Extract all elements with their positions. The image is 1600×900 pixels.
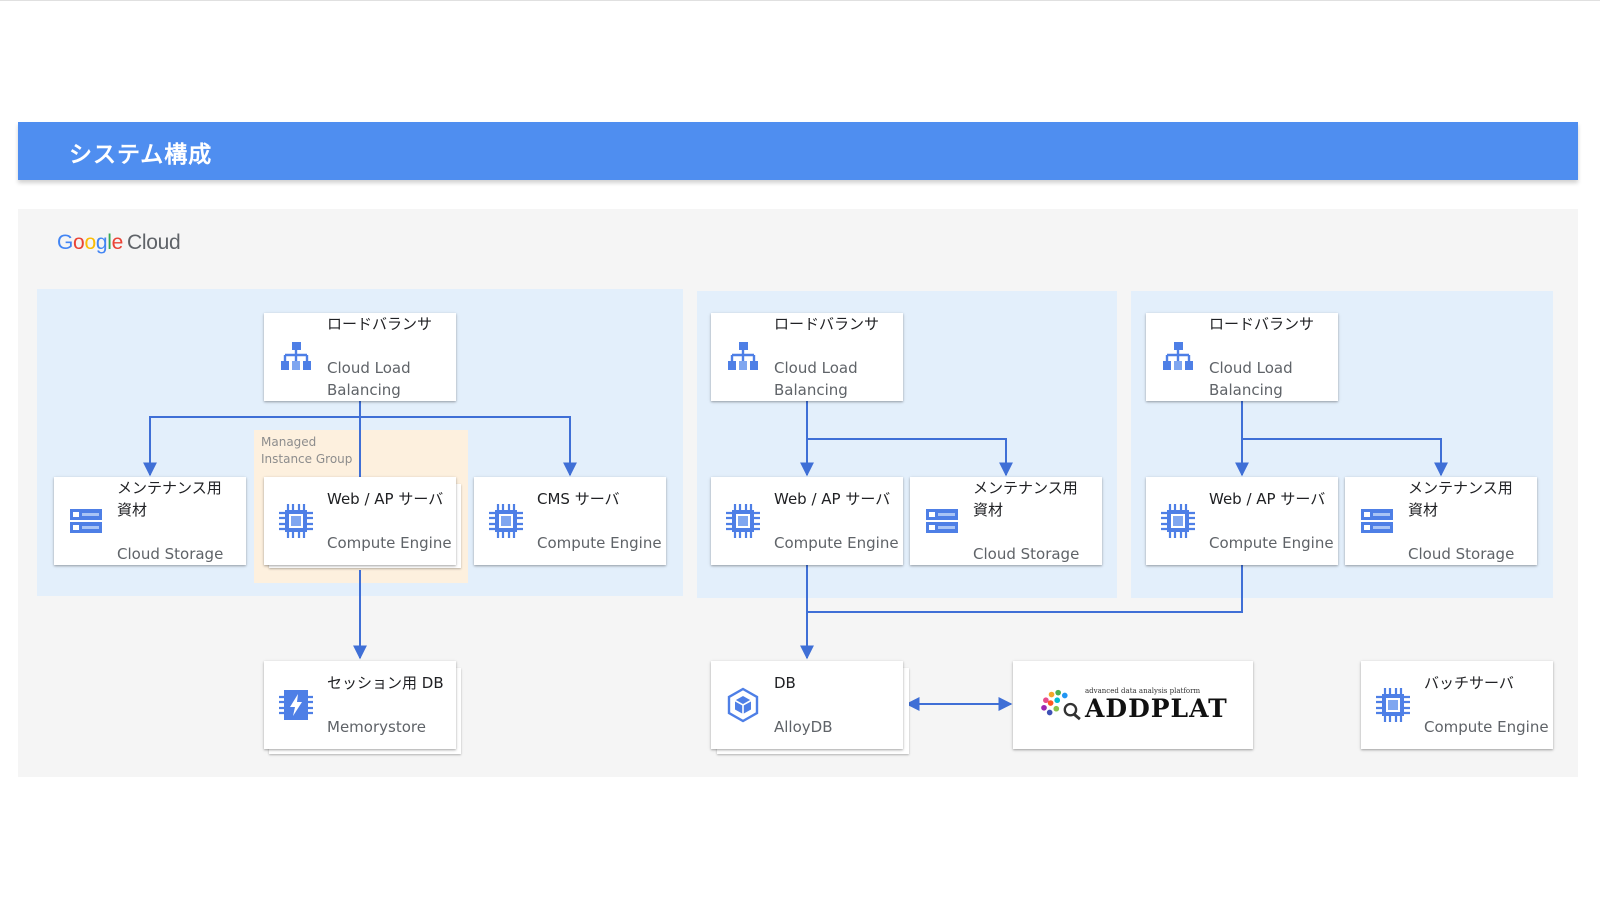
alloydb-icon: [727, 687, 759, 723]
batch-text: バッチサーバ Compute Engine: [1424, 650, 1549, 760]
db-subtitle: AlloyDB: [774, 718, 833, 736]
web1-title: Web / AP サーバ: [327, 490, 444, 508]
lb2-subtitle: Cloud Load Balancing: [774, 359, 858, 399]
maint3-title: メンテナンス用 資材: [1408, 479, 1513, 519]
web3-card[interactable]: Web / AP サーバ Compute Engine: [1146, 477, 1338, 565]
db-text: DB AlloyDB: [774, 650, 833, 760]
maint2-text: メンテナンス用 資材 Cloud Storage: [973, 455, 1079, 587]
connector-lb2-maint2: [807, 438, 1013, 477]
web2-subtitle: Compute Engine: [774, 534, 899, 552]
lb1-title: ロードバランサ: [327, 315, 433, 333]
addplat-tagline: advanced data analysis platform: [1085, 687, 1201, 695]
connector-web3-db: [807, 564, 1243, 613]
batch-subtitle: Compute Engine: [1424, 718, 1549, 736]
lb2-card[interactable]: ロードバランサ Cloud Load Balancing: [711, 313, 903, 401]
lb1-text: ロードバランサ Cloud Load Balancing: [327, 291, 432, 423]
cms-subtitle: Compute Engine: [537, 534, 662, 552]
cms-card[interactable]: CMS サーバ Compute Engine: [474, 477, 666, 565]
web1-text: Web / AP サーバ Compute Engine: [327, 466, 452, 576]
top-border: [0, 0, 1600, 1]
maint2-card[interactable]: メンテナンス用 資材 Cloud Storage: [910, 477, 1102, 565]
compute-engine-icon: [279, 504, 313, 538]
session-text: セッション用 DB Memorystore: [327, 650, 444, 760]
lb3-subtitle: Cloud Load Balancing: [1209, 359, 1293, 399]
google-letter: o: [73, 231, 85, 254]
managed-instance-group-label: Managed Instance Group: [261, 435, 353, 466]
compute-engine-icon: [1161, 504, 1195, 538]
session-title: セッション用 DB: [327, 674, 444, 692]
google-letter: l: [107, 231, 112, 254]
lb3-text: ロードバランサ Cloud Load Balancing: [1209, 291, 1314, 423]
cloud-wordmark: Cloud: [126, 231, 181, 254]
lb2-text: ロードバランサ Cloud Load Balancing: [774, 291, 879, 423]
web3-text: Web / AP サーバ Compute Engine: [1209, 466, 1334, 576]
lb1-card[interactable]: ロードバランサ Cloud Load Balancing: [264, 313, 456, 401]
db-card[interactable]: DB AlloyDB: [711, 661, 903, 749]
db-title: DB: [774, 674, 796, 692]
lb1-subtitle: Cloud Load Balancing: [327, 359, 411, 399]
web2-card[interactable]: Web / AP サーバ Compute Engine: [711, 477, 903, 565]
google-letter: e: [111, 231, 124, 254]
connector-lb1-maint1: [143, 416, 360, 477]
storage-icon: [1361, 509, 1393, 533]
cms-text: CMS サーバ Compute Engine: [537, 466, 662, 576]
web2-title: Web / AP サーバ: [774, 490, 891, 508]
google-wordmark: Google: [57, 231, 123, 254]
web1-card[interactable]: Web / AP サーバ Compute Engine: [264, 477, 456, 565]
load-balancer-icon: [728, 342, 758, 370]
web3-title: Web / AP サーバ: [1209, 490, 1326, 508]
maint2-title: メンテナンス用 資材: [973, 479, 1078, 519]
lb3-title: ロードバランサ: [1209, 315, 1315, 333]
maint3-subtitle: Cloud Storage: [1408, 545, 1515, 563]
maint1-subtitle: Cloud Storage: [117, 545, 224, 563]
google-letter: g: [95, 231, 108, 254]
lb2-title: ロードバランサ: [774, 315, 880, 333]
google-letter: o: [84, 231, 96, 254]
addplat-name: ADDPLAT: [1085, 694, 1228, 723]
storage-icon: [70, 509, 102, 533]
lb3-card[interactable]: ロードバランサ Cloud Load Balancing: [1146, 313, 1338, 401]
memorystore-icon: [279, 690, 313, 720]
addplat-logo-icon: [1041, 689, 1081, 721]
maint1-text: メンテナンス用 資材 Cloud Storage: [117, 455, 223, 587]
storage-icon: [926, 509, 958, 533]
maint1-card[interactable]: メンテナンス用 資材 Cloud Storage: [54, 477, 246, 565]
session-card[interactable]: セッション用 DB Memorystore: [264, 661, 456, 749]
compute-engine-icon: [489, 504, 523, 538]
web1-subtitle: Compute Engine: [327, 534, 452, 552]
batch-title: バッチサーバ: [1424, 674, 1514, 692]
batch-card[interactable]: バッチサーバ Compute Engine: [1361, 661, 1553, 749]
web2-text: Web / AP サーバ Compute Engine: [774, 466, 899, 576]
google-letter: G: [57, 231, 74, 254]
maint1-title: メンテナンス用 資材: [117, 479, 222, 519]
cms-title: CMS サーバ: [537, 490, 620, 508]
load-balancer-icon: [281, 342, 311, 370]
session-subtitle: Memorystore: [327, 718, 426, 736]
web3-subtitle: Compute Engine: [1209, 534, 1334, 552]
maint3-text: メンテナンス用 資材 Cloud Storage: [1408, 455, 1514, 587]
addplat-card[interactable]: advanced data analysis platform ADDPLAT: [1013, 661, 1253, 749]
load-balancer-icon: [1163, 342, 1193, 370]
maint3-card[interactable]: メンテナンス用 資材 Cloud Storage: [1345, 477, 1537, 565]
connector-lb3-maint3: [1242, 438, 1448, 477]
header-bar: システム構成: [18, 122, 1578, 180]
page-title: システム構成: [69, 142, 213, 168]
compute-engine-icon: [726, 504, 760, 538]
compute-engine-icon: [1376, 688, 1410, 722]
connector-lb1-cms: [360, 416, 577, 477]
maint2-subtitle: Cloud Storage: [973, 545, 1080, 563]
